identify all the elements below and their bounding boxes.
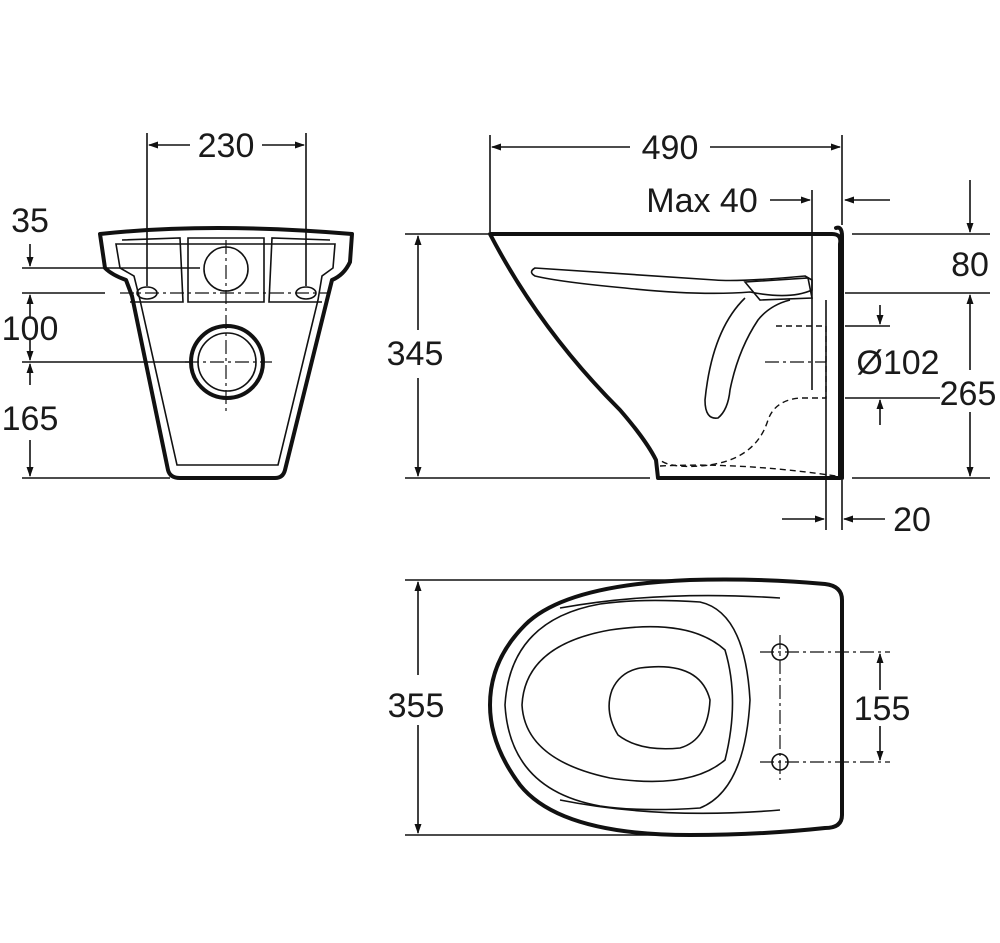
top-view-rim-inner <box>504 599 751 811</box>
dim-bottom-165: 165 <box>2 400 59 438</box>
dim-top-35: 35 <box>11 202 49 240</box>
dim-max-40: Max 40 <box>646 182 758 220</box>
top-view-bowl <box>521 625 734 783</box>
dim-wall-20: 20 <box>893 501 931 539</box>
dim-mid-100: 100 <box>2 310 59 348</box>
top-view: 355 155 <box>388 577 911 837</box>
side-view-seat-hinge <box>743 277 813 301</box>
side-view: 490 Max 40 80 345 Ø102 265 20 <box>387 129 997 539</box>
top-view-rear-edge <box>559 594 781 815</box>
dim-outlet-diameter: Ø102 <box>856 344 939 382</box>
dim-width-230: 230 <box>198 127 255 165</box>
side-view-outline <box>488 232 843 480</box>
side-view-seat-rim <box>530 267 813 297</box>
dim-top-80: 80 <box>951 246 989 284</box>
hidden-bowl-base <box>659 464 837 477</box>
top-view-water-spot <box>608 665 711 750</box>
wall-plate <box>834 225 844 480</box>
dim-top-width-355: 355 <box>388 687 445 725</box>
front-view-center-block <box>187 237 265 303</box>
dim-height-345: 345 <box>387 335 444 373</box>
dim-outlet-height-265: 265 <box>940 375 997 413</box>
front-view-inner-contour <box>115 243 336 466</box>
front-view-recess-left <box>121 237 184 303</box>
outlet-opening-outer <box>189 324 265 400</box>
dim-length-490: 490 <box>642 129 699 167</box>
front-view-recess-right <box>268 237 331 303</box>
side-view-trap <box>704 297 791 419</box>
front-view: 230 35 100 165 <box>2 127 354 480</box>
dim-bolt-spacing-155: 155 <box>854 690 911 728</box>
top-view-outline <box>488 577 844 837</box>
front-view-outline <box>98 226 354 480</box>
